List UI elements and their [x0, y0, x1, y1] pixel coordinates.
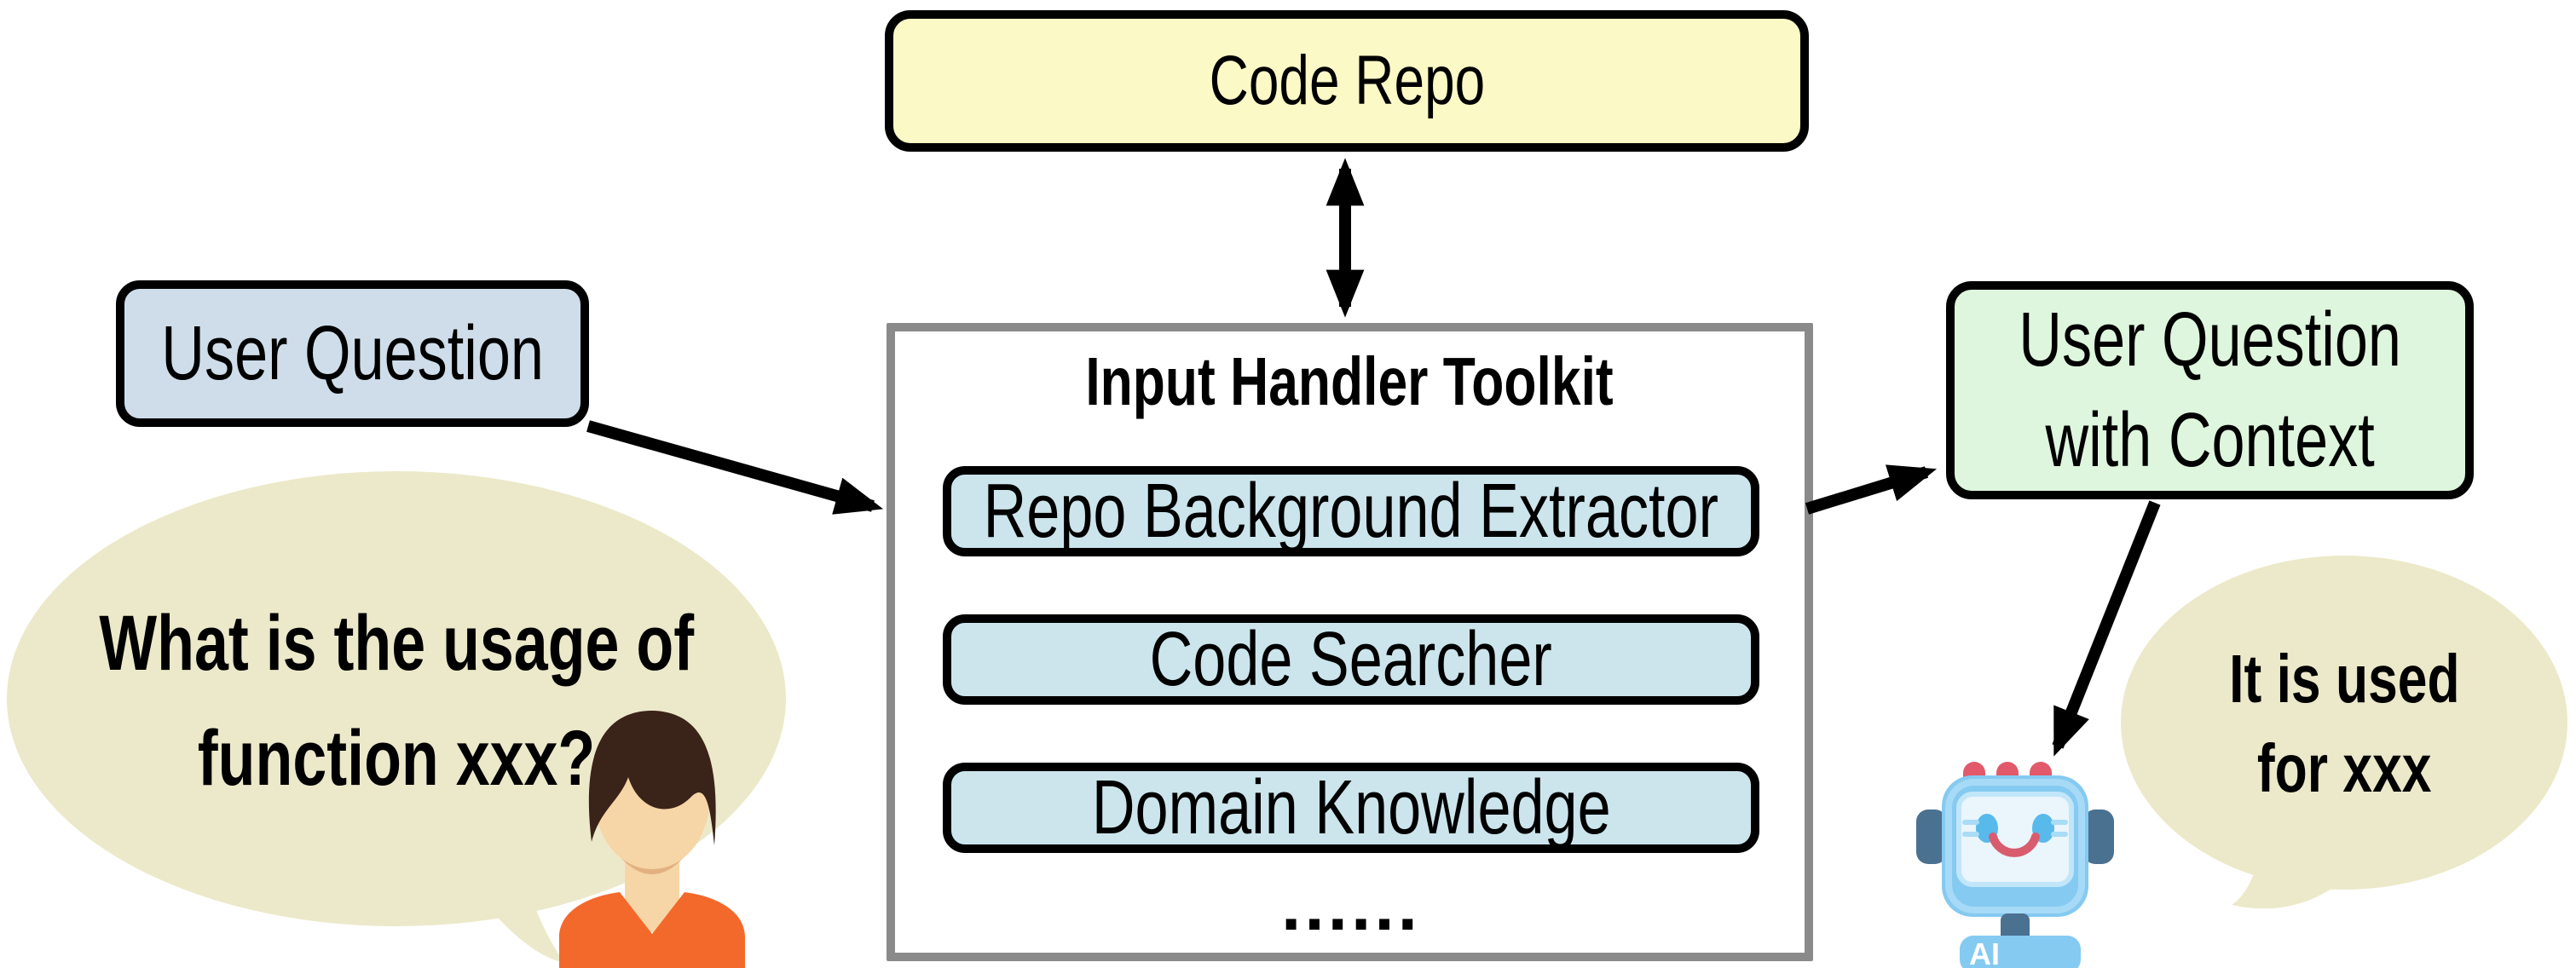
user-question-label: User Question: [161, 310, 544, 396]
person-icon: [559, 711, 745, 968]
toolkit-ellipsis: ......: [1280, 864, 1422, 945]
ai-speech-bubble-text: It is used for xxx: [2228, 640, 2460, 806]
robot-head-rim: [1945, 779, 2085, 913]
robot-cheek-line: [1962, 832, 1979, 837]
person-shirt: [559, 892, 745, 968]
robot-ear-left: [1916, 810, 1947, 864]
user-question-with-context-box: User Question with Context: [1946, 281, 2474, 499]
toolkit-item-label: Code Searcher: [1149, 616, 1553, 702]
robot-base: [1960, 936, 2081, 968]
toolkit-item-code-searcher: Code Searcher: [943, 614, 1759, 705]
robot-face-screen: [1956, 792, 2074, 887]
ai-speech-bubble: [2121, 556, 2567, 909]
toolkit-item-label: Repo Background Extractor: [983, 468, 1719, 554]
user-speech-bubble-text: What is the usage of function xxx?: [99, 600, 694, 802]
person-hair: [588, 711, 716, 845]
context-label-line1: User Question: [2019, 297, 2401, 383]
robot-cheek-line: [2051, 820, 2068, 825]
toolkit-item-domain-knowledge: Domain Knowledge: [943, 763, 1759, 853]
code-repo-box: Code Repo: [885, 10, 1809, 152]
robot-icon: AI: [1916, 762, 2114, 968]
robot-ai-badge: AI: [1969, 936, 2000, 968]
toolkit-item-repo-background-extractor: Repo Background Extractor: [943, 466, 1759, 556]
toolkit-item-label: Domain Knowledge: [1091, 764, 1611, 850]
context-label-line2: with Context: [2045, 397, 2375, 483]
robot-ear-right: [2083, 810, 2114, 864]
ai-speech-bubble-body: [2121, 556, 2567, 890]
user-question-box: User Question: [116, 280, 589, 427]
code-repo-label: Code Repo: [1209, 41, 1485, 119]
robot-cheek-line: [1962, 820, 1979, 825]
robot-smile: [1989, 833, 2040, 857]
robot-cheek-line: [2051, 832, 2068, 837]
toolkit-title: Input Handler Toolkit: [1085, 343, 1614, 419]
